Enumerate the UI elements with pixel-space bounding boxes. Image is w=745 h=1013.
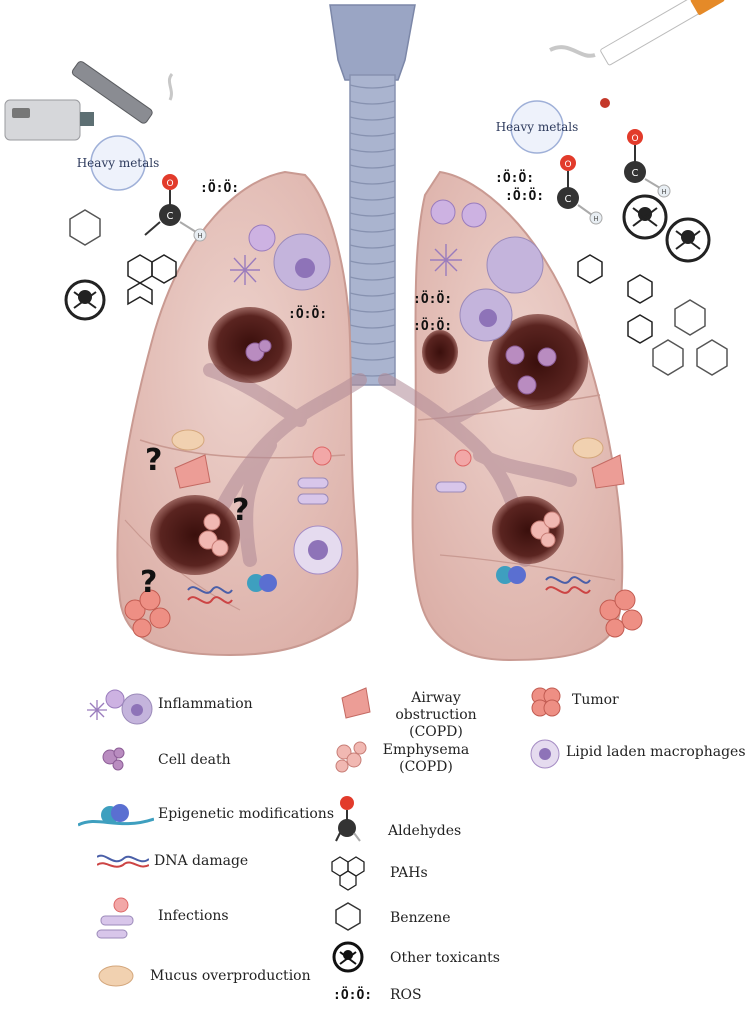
legend-label-dna-damage: DNA damage — [154, 853, 249, 869]
legend-label-cell-death: Cell death — [158, 752, 231, 768]
trachea-ring — [349, 324, 396, 329]
question-mark-2: ? — [232, 493, 249, 528]
ros-symbol-left: :Ö:Ö: — [288, 306, 327, 322]
benzene-icon — [335, 902, 361, 931]
mucus — [171, 429, 604, 459]
lung-toxicants-illustration: ? ? ? :Ö:Ö: :Ö:Ö: :Ö:Ö: Heavy metals :Ö:… — [4, 0, 728, 662]
svg-text:H: H — [197, 232, 202, 240]
legend-label-benzene: Benzene — [390, 910, 451, 926]
trachea-ring — [349, 116, 396, 121]
epigenetic-marks — [247, 566, 526, 592]
pah-icon — [331, 856, 365, 891]
trachea-ring — [349, 164, 396, 169]
trachea-ring — [349, 244, 396, 249]
ros-symbol-top-left: :Ö:Ö: — [200, 180, 239, 196]
heavy-metals-bubble-right: Heavy metals — [496, 100, 579, 154]
cell-death-icon — [102, 747, 125, 771]
aldehyde-top-left: O C H — [144, 174, 207, 242]
skull-top-right-2 — [665, 217, 711, 263]
epigenetic-icon — [78, 804, 154, 827]
legend-label-mucus: Mucus overproduction — [150, 968, 311, 984]
svg-text:O: O — [631, 134, 638, 144]
pah-top-left — [127, 254, 177, 306]
lipid-macrophage — [293, 525, 343, 575]
heavy-metals-bubble-left: Heavy metals — [77, 135, 160, 191]
inflammatory-cells — [230, 199, 544, 342]
emphysema-icon — [335, 741, 367, 773]
trachea-ring — [349, 340, 396, 345]
question-mark-3: ? — [140, 565, 157, 600]
legend-label-emphysema: Emphysema (COPD) — [382, 742, 470, 775]
trachea-ring — [349, 100, 396, 105]
cigarette-icon — [549, 0, 725, 108]
dead-cells — [245, 339, 557, 395]
aldehyde-top-right-2: O C H — [624, 129, 671, 198]
trachea-ring — [349, 356, 396, 361]
emphysema — [198, 511, 561, 557]
trachea-ring — [349, 84, 396, 89]
ros-symbol-right-1: :Ö:Ö: — [413, 291, 452, 307]
svg-text:C: C — [632, 168, 639, 179]
trachea-ring — [349, 180, 396, 185]
legend-label-ros: ROS — [390, 987, 422, 1003]
legend-label-airway: Airway obstruction (COPD) — [395, 690, 477, 740]
trachea — [329, 4, 416, 386]
dna-damage — [187, 576, 591, 604]
trachea-ring — [349, 372, 396, 377]
trachea-ring — [349, 148, 396, 153]
trachea-ring — [349, 308, 396, 313]
right-lung — [411, 170, 624, 662]
skull-top-left — [64, 279, 106, 321]
skull-top-right-1 — [622, 194, 668, 240]
svg-text:Heavy metals: Heavy metals — [496, 120, 579, 134]
aldehyde-icon — [335, 796, 361, 842]
svg-text:C: C — [565, 194, 572, 205]
benzene-top-left — [69, 209, 101, 246]
svg-text:O: O — [166, 179, 173, 189]
trachea-ring — [349, 260, 396, 265]
tumors — [124, 589, 643, 638]
legend-label-infections: Infections — [158, 908, 229, 924]
legend-label-aldehydes: Aldehydes — [388, 823, 462, 839]
trachea-ring — [349, 212, 396, 217]
svg-text:Heavy metals: Heavy metals — [77, 156, 160, 170]
inflammation-icon — [87, 689, 153, 725]
dna-icon — [97, 854, 149, 868]
svg-text:O: O — [564, 160, 571, 170]
aldehyde-top-right-1: O C H — [557, 155, 603, 225]
infection-icon — [96, 897, 134, 939]
ros-symbol-top-right-2: :Ö:Ö: — [505, 188, 544, 204]
tumor-icon — [531, 687, 561, 717]
airway-obstruction — [174, 454, 625, 489]
benzene-top-right — [652, 299, 728, 376]
legend-label-epigenetic: Epigenetic modifications — [158, 806, 335, 822]
legend-label-tumor: Tumor — [572, 692, 619, 708]
airway-icon — [341, 687, 371, 719]
trachea-ring — [349, 196, 396, 201]
ros-icon: :Ö:Ö: — [333, 987, 372, 1003]
svg-text:C: C — [167, 211, 174, 222]
trachea-ring — [349, 276, 396, 281]
vape-device-icon — [4, 99, 94, 141]
skull-icon — [332, 941, 364, 973]
infection — [297, 446, 472, 505]
ros-symbol-right-2: :Ö:Ö: — [413, 318, 452, 334]
legend-label-lipid-macrophages: Lipid laden macrophages — [566, 744, 745, 760]
svg-text::Ö:Ö:: :Ö:Ö: — [333, 987, 372, 1003]
vape-pen-icon — [71, 61, 174, 124]
macrophage-icon — [530, 739, 560, 769]
trachea-ring — [349, 228, 396, 233]
svg-text:H: H — [593, 215, 598, 223]
mucus-icon — [98, 965, 134, 987]
legend-label-inflammation: Inflammation — [158, 696, 253, 712]
svg-text:H: H — [661, 188, 666, 196]
trachea-ring — [349, 292, 396, 297]
legend-label-other-toxicants: Other toxicants — [390, 950, 500, 966]
ros-symbol-top-right-1: :Ö:Ö: — [495, 170, 534, 186]
legend-label-pahs: PAHs — [390, 865, 428, 881]
trachea-ring — [349, 132, 396, 137]
question-mark-1: ? — [145, 443, 162, 478]
pah-top-right — [577, 254, 653, 344]
